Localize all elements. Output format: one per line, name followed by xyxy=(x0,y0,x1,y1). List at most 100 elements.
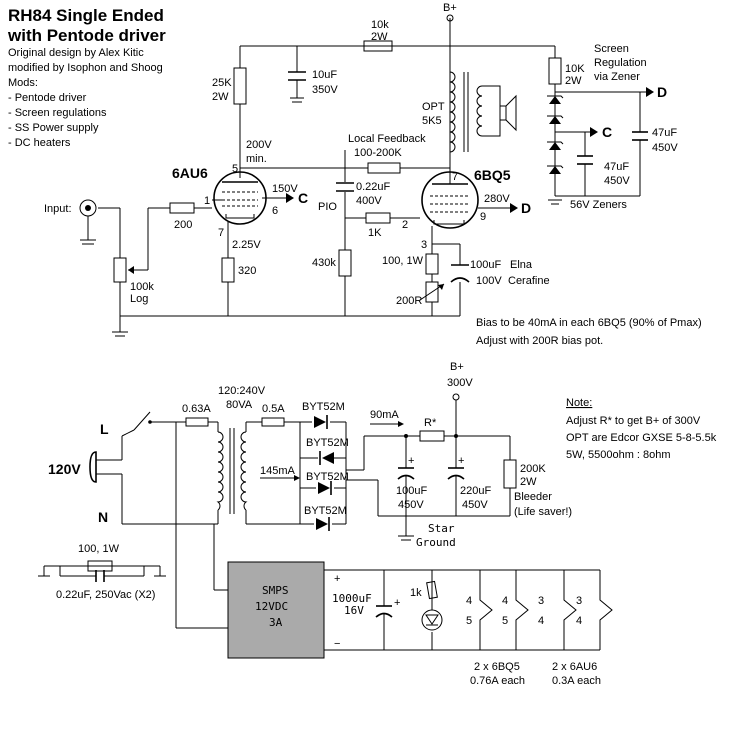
output-plate-voltage: 280V xyxy=(484,193,510,205)
zener-diode-icon xyxy=(547,115,564,124)
speaker-icon xyxy=(499,94,517,132)
snubber-resistor-icon xyxy=(87,560,113,572)
line-label: L xyxy=(100,421,109,437)
plate-load-wattage: 2W xyxy=(212,91,229,103)
mod-item-2: - Screen regulations xyxy=(8,107,107,119)
grid-stopper-icon xyxy=(365,212,391,224)
transformer-rating: 80VA xyxy=(226,399,253,411)
output-tube-label: 6BQ5 xyxy=(474,167,511,183)
heater-cap-voltage: 16V xyxy=(344,604,364,617)
rectifier-diode-icon xyxy=(318,481,332,495)
zener-cap-2-value: 47uF xyxy=(604,161,629,173)
output-heater-tubes: 2 x 6BQ5 xyxy=(474,661,520,673)
cathode-resistor-icon xyxy=(221,257,235,283)
note-line-1: Adjust R* to get B+ of 300V xyxy=(566,415,701,427)
transformer-ratio: 120:240V xyxy=(218,385,266,397)
zener-cap-2-voltage: 450V xyxy=(604,175,630,187)
mod-item-1: - Pentode driver xyxy=(8,92,87,104)
bias-note-2: Adjust with 200R bias pot. xyxy=(476,335,603,347)
mains-fuse-icon xyxy=(185,417,209,427)
heater-pin: 4 xyxy=(576,615,582,627)
star-ground-2: Ground xyxy=(416,536,456,549)
opt-label: OPT xyxy=(422,101,445,113)
credit-line-1: Original design by Alex Kitic xyxy=(8,47,144,59)
smps-voltage: 12VDC xyxy=(255,600,288,613)
smps-plus: + xyxy=(334,573,340,585)
pin-label: 7 xyxy=(218,227,224,239)
dropping-resistor-label: R* xyxy=(424,417,437,429)
heater-pin: 5 xyxy=(466,615,472,627)
zener-node-d-label: D xyxy=(657,84,667,100)
node-c-label: C xyxy=(298,190,308,206)
note-title: Note: xyxy=(566,397,592,409)
output-transformer-icon xyxy=(449,71,501,153)
pin-label: 2 xyxy=(402,219,408,231)
plate-load-value: 25K xyxy=(212,77,232,89)
power-transformer-icon xyxy=(216,422,248,524)
diode-label: BYT52M xyxy=(302,401,345,413)
transformer-current: 145mA xyxy=(260,465,296,477)
zener-node-c-label: C xyxy=(602,124,612,140)
bias-cap-voltage: 100V xyxy=(476,275,502,287)
secondary-fuse-value: 0.5A xyxy=(262,403,285,415)
supply-node-icon xyxy=(452,393,460,401)
heater-filament-icon xyxy=(479,596,613,624)
screen-note-2: Regulation xyxy=(594,57,647,69)
screen-resistor-value: 10K xyxy=(565,63,585,75)
coupling-cap-value: 0.22uF xyxy=(356,181,391,193)
screen-note-3: via Zener xyxy=(594,71,640,83)
filter-cap-2-voltage: 450V xyxy=(462,499,488,511)
heater-pin: 4 xyxy=(502,595,508,607)
note-line-3: 5W, 5500ohm : 8ohm xyxy=(566,449,671,461)
zener-cap-voltage: 450V xyxy=(652,142,678,154)
bias-note-1: Bias to be 40mA in each 6BQ5 (90% of Pma… xyxy=(476,317,702,329)
zener-label: 56V Zeners xyxy=(570,199,627,211)
svg-text:+: + xyxy=(458,455,464,467)
bleeder-wattage: 2W xyxy=(520,476,537,488)
mains-plug-icon xyxy=(89,451,104,483)
neutral-label: N xyxy=(98,509,108,525)
heater-pin: 5 xyxy=(502,615,508,627)
pin-label: 5 xyxy=(232,163,238,175)
grid-stopper-value: 1K xyxy=(368,227,382,239)
zener-cap-value: 47uF xyxy=(652,127,677,139)
pin-label: 6 xyxy=(272,205,278,217)
dc-current: 90mA xyxy=(370,409,399,421)
driver-heater-current: 0.3A each xyxy=(552,675,601,687)
rectifier-diode-icon xyxy=(314,415,328,429)
screen-note-1: Screen xyxy=(594,43,629,55)
node-d-label: D xyxy=(521,200,531,216)
secondary-fuse-icon xyxy=(261,417,285,427)
rectifier-diode-icon xyxy=(319,451,334,465)
mod-item-4: - DC heaters xyxy=(8,137,71,149)
smps-module xyxy=(227,561,325,659)
heater-pin: 3 xyxy=(538,595,544,607)
bleeder-resistor-icon xyxy=(503,459,517,489)
driver-heater-tubes: 2 x 6AU6 xyxy=(552,661,597,673)
volume-pot-icon xyxy=(113,257,127,283)
heater-pin: 4 xyxy=(466,595,472,607)
grid-resistor-icon xyxy=(169,202,195,214)
psu-supply-voltage: 300V xyxy=(447,377,473,389)
note-line-2: OPT are Edcor GXSE 5-8-5.5k xyxy=(566,432,717,444)
amp-wires xyxy=(80,18,646,337)
led-resistor-icon xyxy=(426,580,438,600)
mod-item-3: - SS Power supply xyxy=(8,122,99,134)
psu-supply-label: B+ xyxy=(450,361,464,373)
heater-cap-value: 1000uF xyxy=(332,592,372,605)
driver-tube-label: 6AU6 xyxy=(172,165,208,181)
node-arrow-icon xyxy=(286,193,294,203)
power-switch-icon[interactable] xyxy=(133,411,152,431)
zener-diode-icon xyxy=(547,165,564,174)
diode-label: BYT52M xyxy=(306,437,349,449)
snubber-cap-value: 0.22uF, 250Vac (X2) xyxy=(56,589,155,601)
bias-resistor-icon xyxy=(425,253,439,275)
driver-plate-voltage: 200V xyxy=(246,139,272,151)
feedback-value: 100-200K xyxy=(354,147,402,159)
driver-cathode-voltage: 2.25V xyxy=(232,239,261,251)
pin-label: 9 xyxy=(480,211,486,223)
bias-cap-value: 100uF xyxy=(470,259,501,271)
snubber-resistor-value: 100, 1W xyxy=(78,543,120,555)
